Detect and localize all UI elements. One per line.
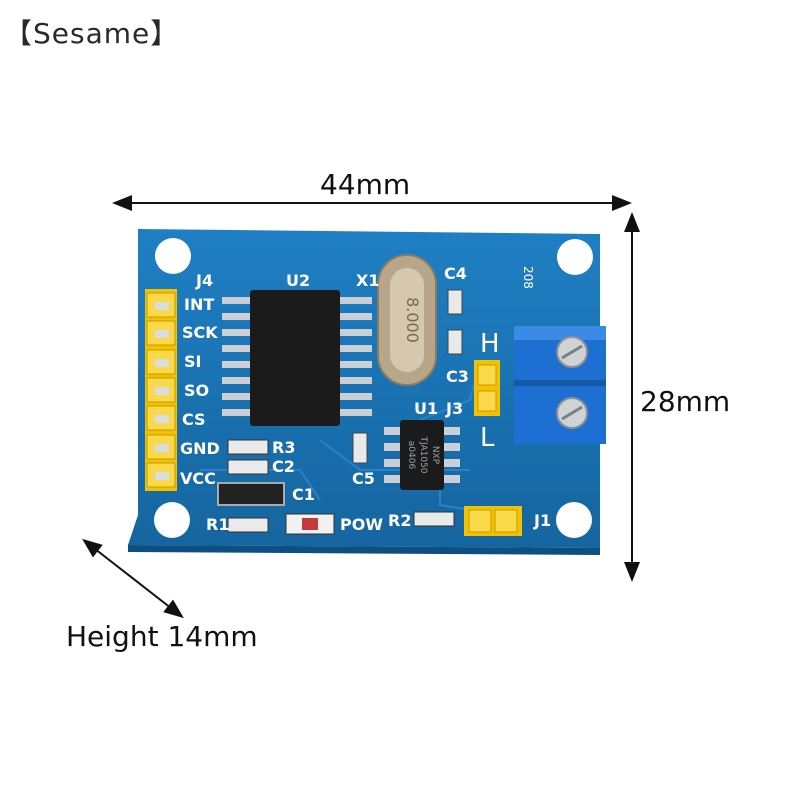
label-c1: C1 [292,485,315,504]
mounting-hole [556,502,592,538]
chip-u1-marking-line2: TJA1050 [418,435,428,473]
label-h: H [480,329,500,359]
jumper-j1 [464,506,522,536]
pin-label-si: SI [184,352,201,371]
pin-label-vcc: VCC [180,469,216,488]
label-u2: U2 [286,271,310,290]
pin-header-j4 [145,289,177,491]
mounting-hole [154,502,190,538]
chip-u1: NXP TJA1050 a0406 [384,420,460,490]
label-c5: C5 [352,469,375,488]
label-x1: X1 [356,271,379,290]
screw-terminal [514,326,606,444]
chip-u1-marking-line3: a0406 [406,441,416,470]
label-c3: C3 [446,367,469,386]
crystal-x1: 8.000 [377,254,437,386]
chip-u1-marking-line1: NXP [430,446,440,465]
pin-label-sck: SCK [182,323,218,342]
component-labels: J4 U2 X1 C4 208 H C3 J3 U1 L R3 C2 C5 C1… [195,264,551,534]
jumper-j3 [474,360,500,416]
pin-label-so: SO [184,381,209,400]
pin-label-cs: CS [182,410,206,429]
length-dimension-label: 28mm [640,385,731,418]
label-l: L [480,423,495,453]
label-u1: U1 [414,399,438,418]
label-r2: R2 [388,511,411,530]
height-arrow [82,538,184,619]
label-c2: C2 [272,457,295,476]
chip-u2 [222,290,372,426]
pin-label-int: INT [184,295,214,314]
height-dimension-label: Height 14mm [66,620,258,653]
label-j3: J3 [445,399,463,418]
label-c4: C4 [444,264,467,283]
smd-components [217,289,463,535]
label-code: 208 [521,266,535,289]
label-r3: R3 [272,438,295,457]
label-j1: J1 [533,511,551,530]
label-r1: R1 [206,515,229,534]
mounting-hole [557,239,593,275]
crystal-marking: 8.000 [403,297,422,343]
pin-label-gnd: GND [180,439,220,458]
label-j4: J4 [195,271,213,290]
brand-label: 【Sesame】 [4,17,180,50]
label-pow: POW [340,515,383,534]
mounting-hole [155,238,191,274]
pin-labels: INT SCK SI SO CS GND VCC [180,295,220,488]
